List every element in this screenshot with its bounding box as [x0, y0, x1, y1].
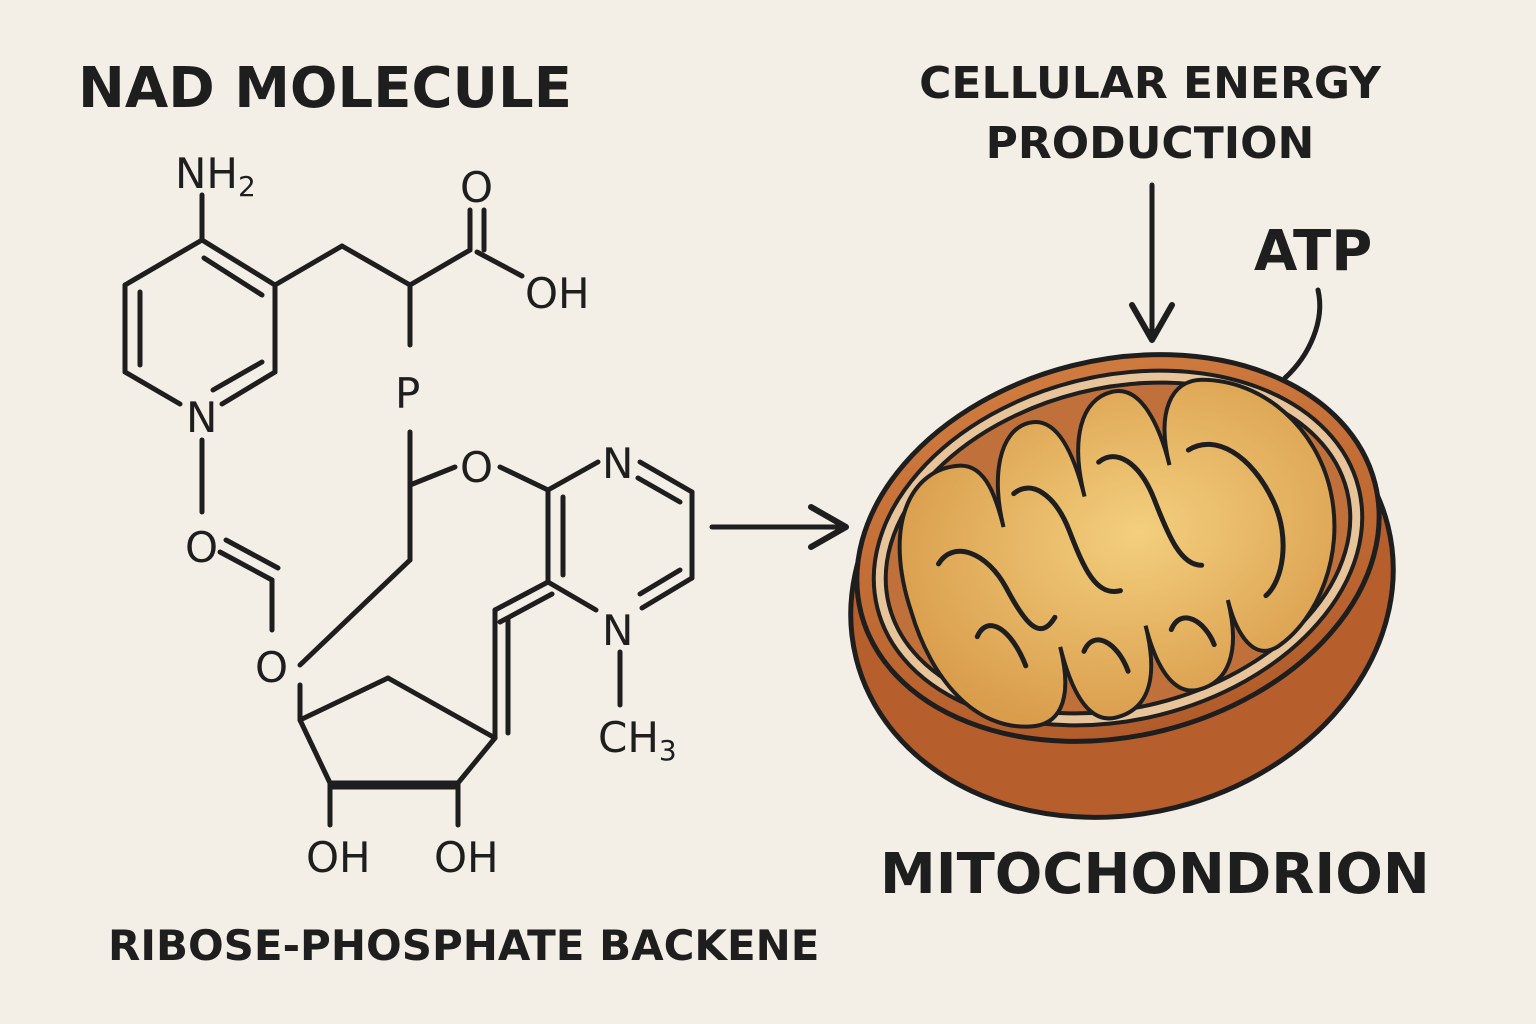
- atom-oh-left: OH: [306, 833, 371, 882]
- atom-nh2: NH2: [175, 149, 256, 203]
- atom-o-ring: O: [255, 643, 288, 692]
- atom-n-pyridine: N: [186, 393, 217, 442]
- mitochondrion: [848, 352, 1396, 820]
- atom-o-ester: O: [185, 523, 218, 572]
- molecule-bonds: [122, 192, 695, 828]
- atp-pointer-line: [1282, 287, 1323, 381]
- atom-ch3: CH3: [598, 713, 677, 767]
- atom-n-top: N: [602, 439, 633, 488]
- molecule-atoms: NH2 O OH P N O O O N N CH3 OH OH: [175, 149, 677, 882]
- atp-label: ATP: [1254, 219, 1372, 284]
- cristae: [897, 377, 1337, 729]
- organelle-title: MITOCHONDRION: [880, 842, 1430, 907]
- atom-p: P: [395, 369, 420, 418]
- atom-oh-right: OH: [434, 833, 499, 882]
- atom-o-link: O: [460, 443, 493, 492]
- energy-title-line1: CELLULAR ENERGY: [919, 58, 1382, 109]
- atom-oh-acid: OH: [525, 269, 590, 318]
- atom-o-carbonyl: O: [460, 163, 493, 212]
- atom-n-bottom: N: [602, 606, 633, 655]
- backbone-title: RIBOSE-PHOSPHATE BACKENE: [108, 921, 820, 970]
- energy-title-line2: PRODUCTION: [986, 118, 1315, 169]
- molecule-title: NAD MOLECULE: [78, 56, 572, 121]
